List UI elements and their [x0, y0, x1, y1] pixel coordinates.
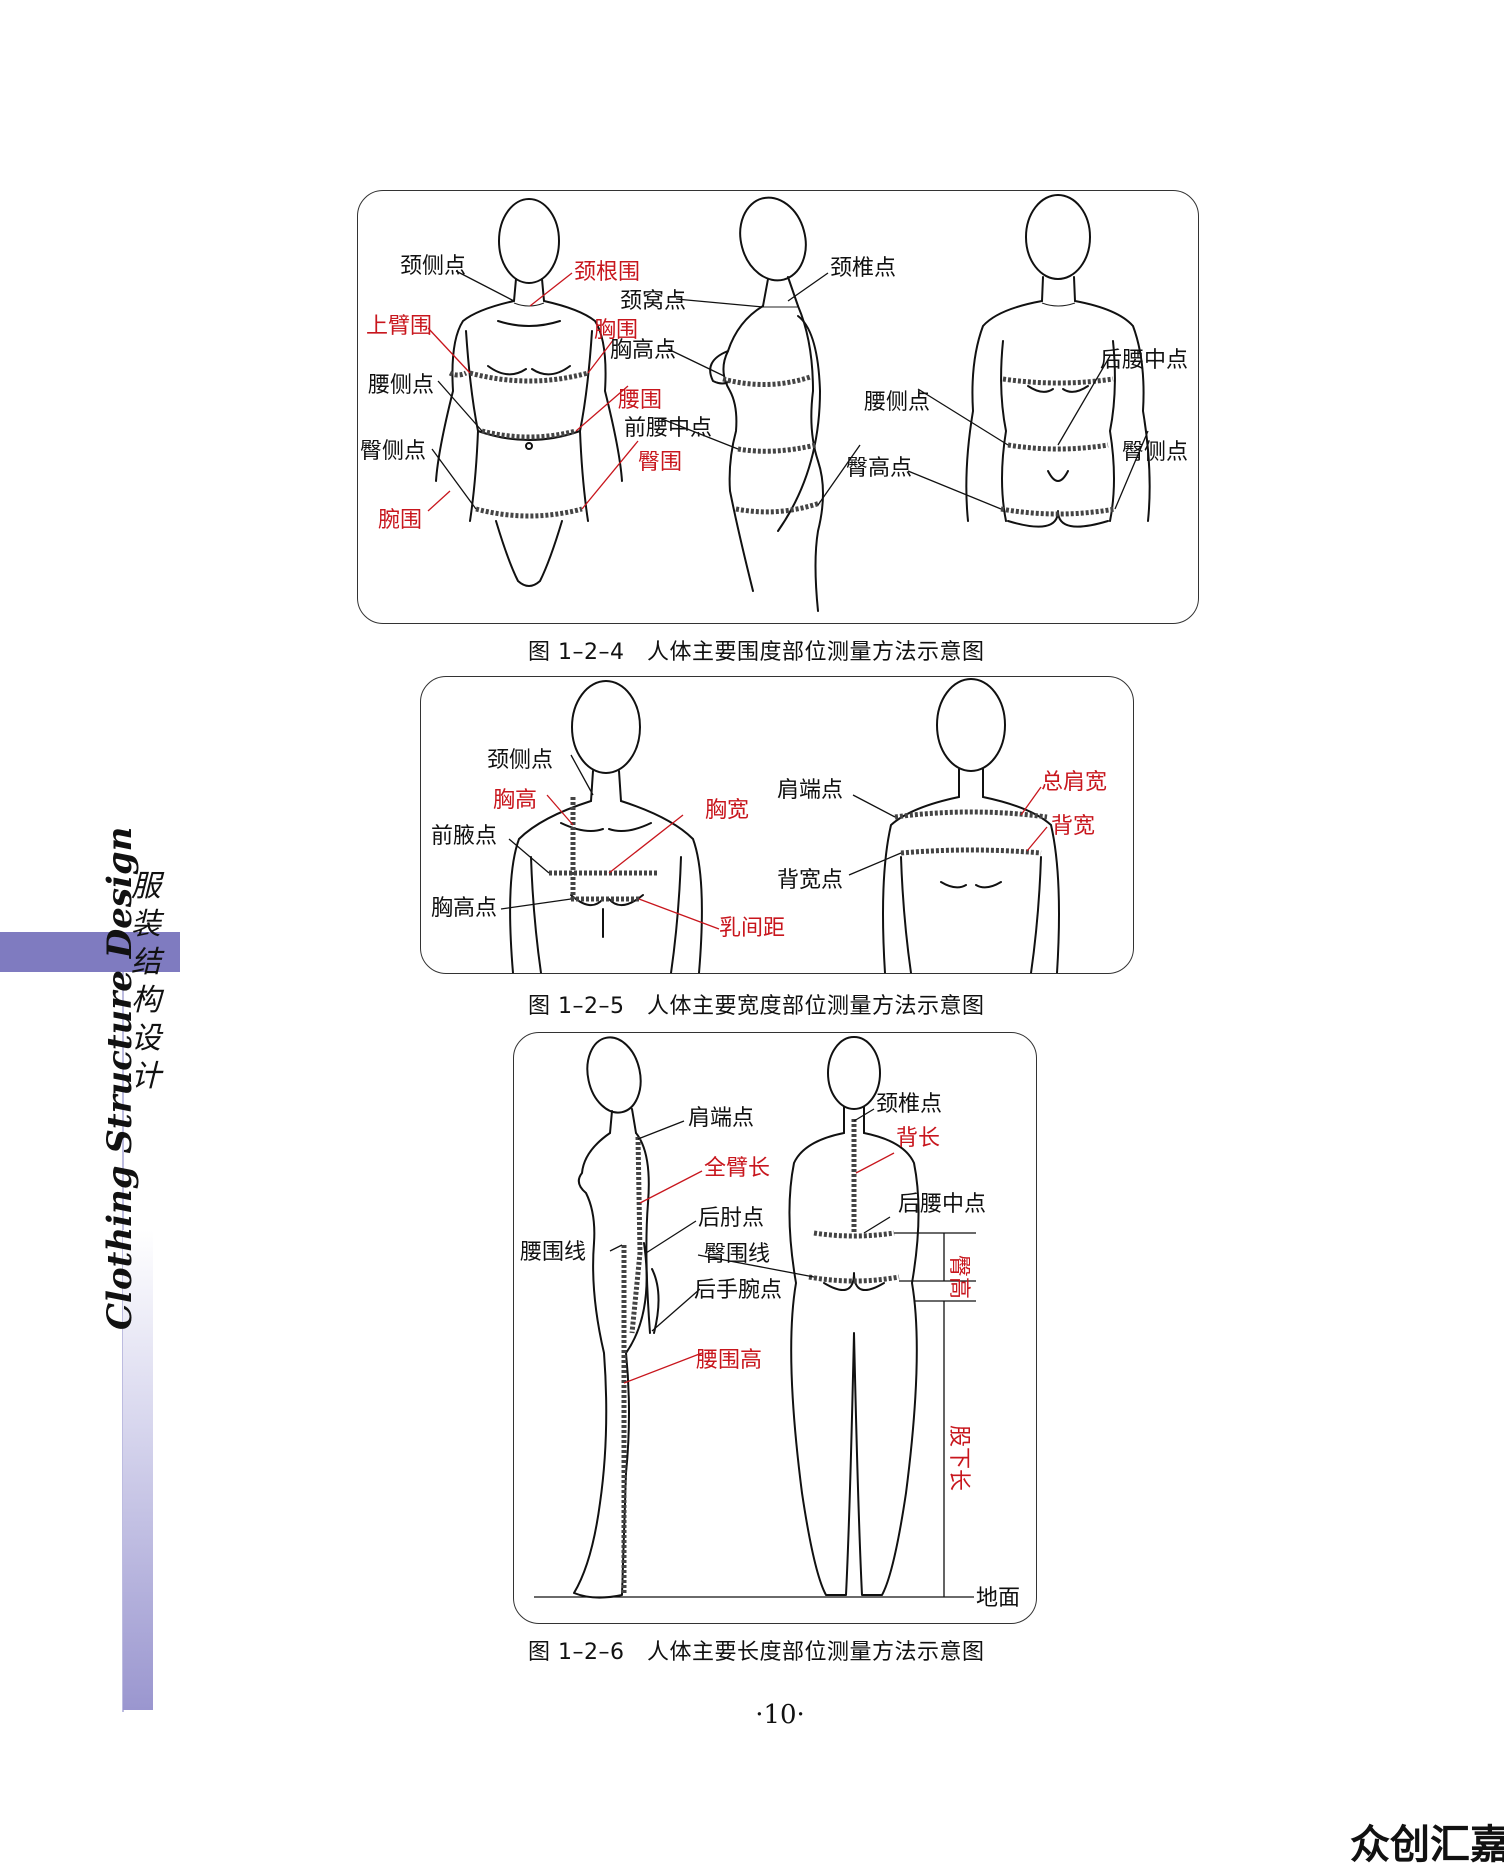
label-waist-girth: 腰围 [618, 388, 662, 413]
label-hip-side-point: 臀侧点 [360, 439, 426, 464]
book-title-char: 装 [131, 907, 161, 942]
figure-width-drawing: 颈侧点 胸高 胸宽 前腋点 胸高点 乳间距 肩端点 总肩宽 背宽 背宽点 [431, 678, 1107, 973]
caption-figure-1-2-4: 图 1–2–4 人体主要围度部位测量方法示意图 [528, 640, 985, 665]
book-title-char: 计 [131, 1059, 161, 1094]
width-front-tapes [549, 797, 659, 902]
label-chest-width: 胸宽 [705, 798, 749, 823]
length-back-figure [788, 1036, 920, 1596]
side-tapes [722, 306, 821, 515]
label-neck-side-point: 颈侧点 [400, 254, 466, 279]
length-side-figure [573, 1036, 660, 1599]
sidebar-gradient [123, 1230, 153, 1710]
back-figure [965, 194, 1151, 528]
figure-length-panel: 肩端点 全臂长 后肘点 腰围线 臀围线 后手腕点 腰围高 颈椎点 背长 后腰中点… [513, 1032, 1037, 1624]
back-leaders [907, 355, 1149, 510]
caption-figure-1-2-6: 图 1–2–6 人体主要长度部位测量方法示意图 [528, 1640, 985, 1665]
width-leaders [500, 754, 1048, 930]
label-bust-distance: 乳间距 [719, 916, 785, 941]
label-bust-point: 胸高点 [431, 896, 497, 921]
figure-girth-panel: 颈侧点 颈根围 上臂围 胸围 腰侧点 腰围 臀侧点 臀围 腕围 颈窝点 颈椎点 … [357, 190, 1199, 624]
label-back-width-point: 背宽点 [777, 868, 843, 893]
label-total-shoulder-width: 总肩宽 [1041, 770, 1107, 795]
label-front-armpit-point: 前腋点 [431, 824, 497, 849]
side-figure [709, 196, 824, 612]
back-tapes [1000, 302, 1116, 517]
side-leaders [661, 272, 861, 506]
front-leaders [427, 270, 639, 512]
watermark: 众创汇嘉 [1350, 1822, 1504, 1868]
label-wrist-girth: 腕围 [378, 508, 422, 533]
label-ground: 地面 [976, 1586, 1020, 1611]
label-front-waist-center: 前腰中点 [624, 416, 712, 441]
page-number: ·10· [755, 1700, 805, 1730]
label-elbow-point: 后肘点 [698, 1206, 764, 1231]
figure-length-drawing: 肩端点 全臂长 后肘点 腰围线 臀围线 后手腕点 腰围高 颈椎点 背长 后腰中点… [520, 1036, 1020, 1611]
label-hip-line: 臀围线 [704, 1242, 770, 1267]
label-back-waist-side-point: 腰侧点 [864, 390, 930, 415]
label-back-waist-center: 后腰中点 [1100, 348, 1188, 373]
caption-figure-1-2-5: 图 1–2–5 人体主要宽度部位测量方法示意图 [528, 994, 985, 1019]
width-back-figure [882, 678, 1060, 973]
label-shoulder-end-point: 肩端点 [688, 1106, 754, 1131]
book-title-char: 服 [131, 869, 161, 904]
label-back-waist-center: 后腰中点 [898, 1192, 986, 1217]
label-bust-height: 胸高 [493, 788, 537, 813]
label-wrist-point: 后手腕点 [694, 1278, 782, 1303]
length-leaders [609, 1108, 895, 1384]
label-waist-side-point: 腰侧点 [368, 373, 434, 398]
label-upper-arm-girth: 上臂围 [366, 314, 432, 339]
label-arm-length: 全臂长 [704, 1156, 770, 1181]
label-inseam: 股下长 [946, 1425, 971, 1491]
label-bust-girth: 胸围 [594, 318, 638, 343]
figure-width-panel: 颈侧点 胸高 胸宽 前腋点 胸高点 乳间距 肩端点 总肩宽 背宽 背宽点 [420, 676, 1134, 974]
label-back-width: 背宽 [1051, 814, 1095, 839]
book-title-english: Clothing Structure Design [100, 826, 140, 1330]
length-back-tapes [808, 1119, 900, 1284]
label-waist-height: 腰围高 [696, 1348, 762, 1373]
label-waistline: 腰围线 [520, 1240, 586, 1265]
label-cervical-point: 颈椎点 [876, 1092, 942, 1117]
front-tapes [448, 302, 589, 519]
label-neck-side-point: 颈侧点 [487, 748, 553, 773]
book-title-char: 构 [131, 983, 161, 1018]
label-hip-girth: 臀围 [638, 450, 682, 475]
label-cervical-point: 颈椎点 [830, 256, 896, 281]
label-shoulder-end-point: 肩端点 [777, 778, 843, 803]
label-hip-high-point: 臀高点 [846, 456, 912, 481]
label-neck-base-girth: 颈根围 [574, 260, 640, 285]
book-title-char: 结 [131, 945, 161, 980]
figure-girth-drawing: 颈侧点 颈根围 上臂围 胸围 腰侧点 腰围 臀侧点 臀围 腕围 颈窝点 颈椎点 … [360, 194, 1188, 612]
label-neck-front-point: 颈窝点 [620, 289, 686, 314]
width-front-figure [509, 680, 703, 973]
label-hip-height: 臀高 [946, 1255, 971, 1299]
width-back-tapes [894, 809, 1048, 856]
height-dimension-lines [534, 1232, 976, 1598]
label-bust-point: 胸高点 [610, 338, 676, 363]
length-side-tapes [621, 1136, 643, 1593]
sidebar-color-band [0, 932, 180, 972]
label-back-length: 背长 [896, 1126, 940, 1151]
book-title-char: 设 [131, 1021, 161, 1056]
label-back-hip-side-point: 臀侧点 [1122, 440, 1188, 465]
book-title-chinese: 服 装 结 构 设 计 [128, 868, 164, 1096]
